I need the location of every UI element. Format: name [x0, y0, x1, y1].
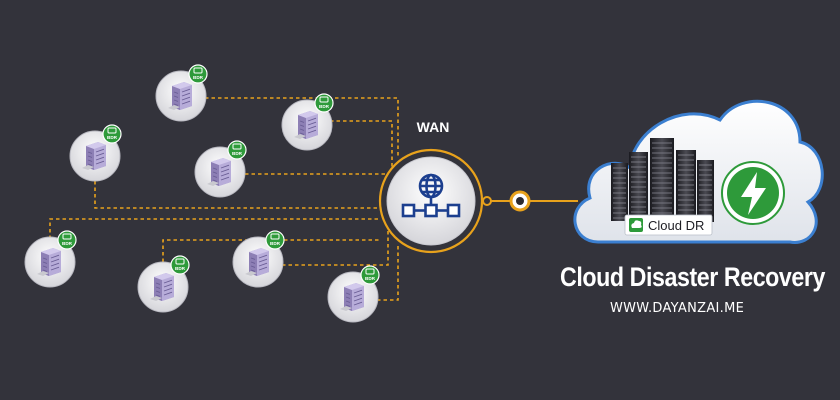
bdr-node-1[interactable]: BDR — [155, 64, 208, 122]
bdr-badge-label: BDR — [365, 276, 376, 281]
cloud-dr-tag: Cloud DR — [624, 214, 713, 236]
bdr-nodes: BDR BDR BDR BDR BDR BDR BDR BDR — [24, 64, 380, 323]
link-line-5 — [49, 218, 379, 239]
drive-glyph — [270, 233, 280, 240]
lightning-bolt-icon — [721, 161, 785, 225]
cloud-dr[interactable]: Cloud DR — [573, 99, 824, 244]
bdr-badge-label: BDR — [175, 266, 186, 271]
bdr-node-6[interactable]: BDR — [137, 255, 190, 313]
bdr-badge-label: BDR — [232, 151, 243, 156]
bdr-badge-label: BDR — [319, 104, 330, 109]
link-line-6 — [162, 239, 380, 262]
drive-glyph — [107, 127, 117, 134]
hub-cloud-connector — [482, 190, 578, 212]
link-line-8 — [377, 245, 399, 301]
drive-glyph — [232, 143, 242, 150]
bdr-node-7[interactable]: BDR — [232, 230, 285, 288]
bdr-badge-label: BDR — [193, 75, 204, 80]
page-title: Cloud Disaster Recovery — [560, 262, 825, 292]
drive-glyph — [175, 258, 185, 265]
network-globe-icon — [401, 173, 461, 218]
bdr-node-2[interactable]: BDR — [281, 93, 334, 151]
website-url[interactable]: WWW.DAYANZAI.ME — [610, 301, 745, 316]
bdr-node-5[interactable]: BDR — [24, 230, 77, 288]
bdr-node-3[interactable]: BDR — [69, 124, 122, 182]
link-line-3 — [94, 181, 379, 209]
connection-lines — [49, 97, 399, 301]
bdr-badge-label: BDR — [107, 135, 118, 140]
drive-glyph — [365, 268, 375, 275]
wan-label: WAN — [417, 119, 450, 135]
link-line-7 — [282, 230, 389, 266]
cloud-dr-label: Cloud DR — [648, 218, 704, 233]
bdr-node-8[interactable]: BDR — [327, 265, 380, 323]
bdr-badge-label: BDR — [62, 241, 73, 246]
drive-glyph — [193, 67, 203, 74]
link-line-2 — [330, 120, 393, 168]
server-rack-cluster — [611, 138, 714, 224]
drive-glyph — [319, 96, 329, 103]
drive-glyph — [62, 233, 72, 240]
bdr-node-4[interactable]: BDR — [194, 140, 247, 198]
bdr-badge-label: BDR — [270, 241, 281, 246]
wan-hub[interactable] — [378, 148, 484, 254]
